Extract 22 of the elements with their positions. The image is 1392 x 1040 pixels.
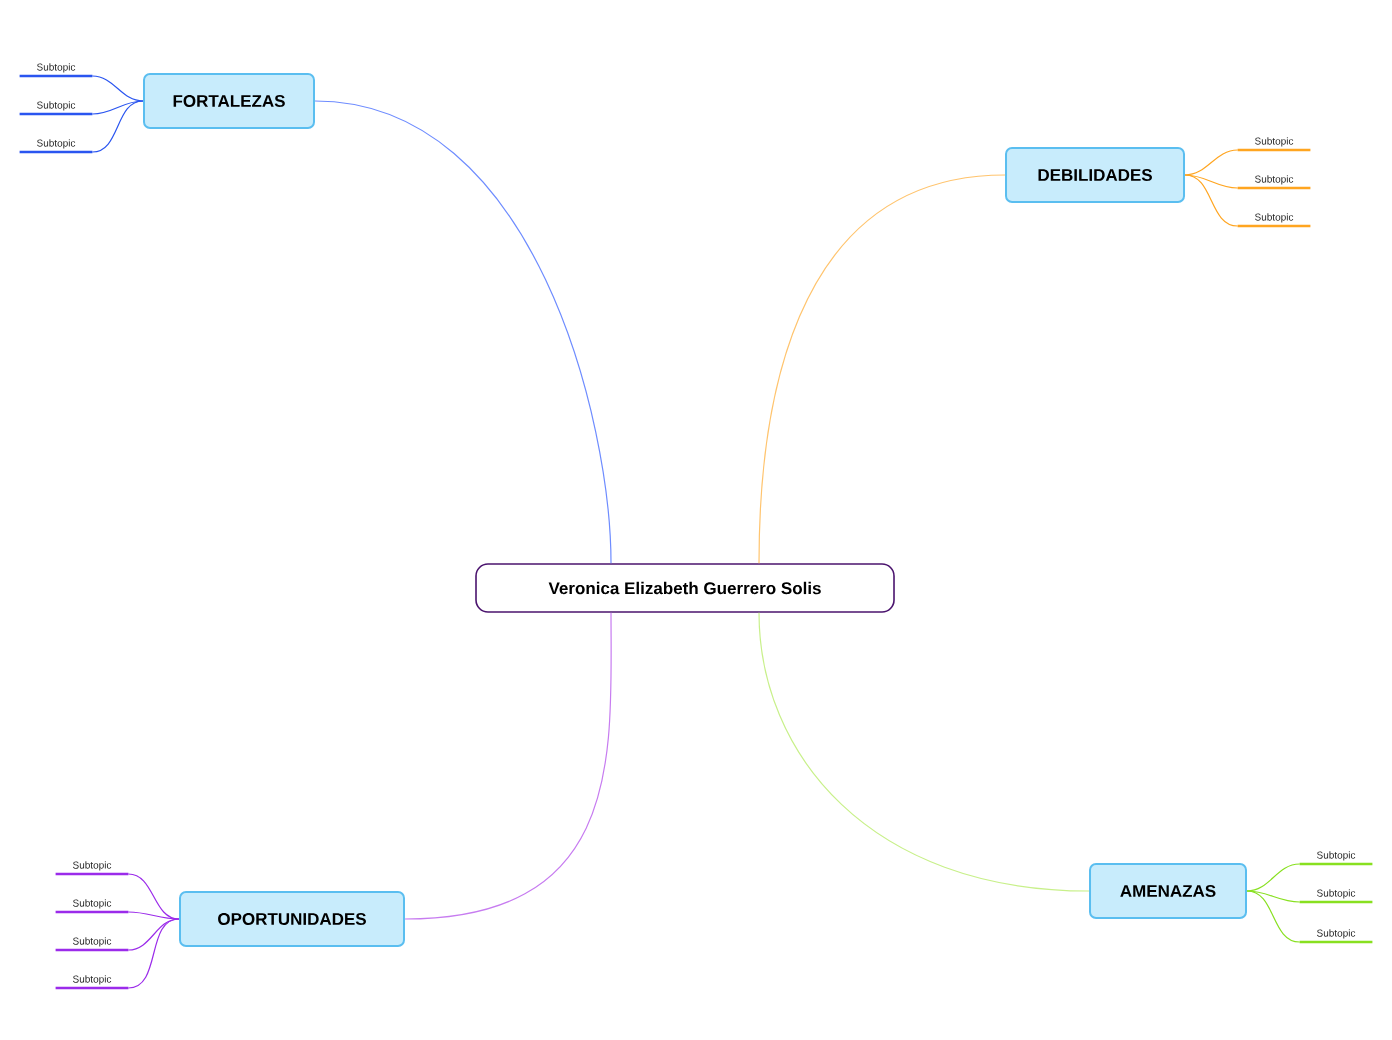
connector-line	[1184, 174, 1239, 189]
topic-box: FORTALEZAS	[143, 73, 315, 129]
connector-line	[758, 174, 1006, 564]
connector-line	[91, 75, 144, 102]
connector-line	[91, 100, 144, 115]
connector-line	[127, 918, 180, 951]
connector-line	[1184, 149, 1239, 176]
topic-box: DEBILIDADES	[1005, 147, 1185, 203]
connector-line	[314, 100, 612, 564]
connector-line	[127, 911, 180, 920]
connector-line	[91, 100, 144, 153]
connector-line	[1246, 890, 1301, 903]
topic-box: AMENAZAS	[1089, 863, 1247, 919]
central-topic-box: Veronica Elizabeth Guerrero Solis	[475, 563, 895, 613]
connector-line	[404, 612, 612, 920]
connector-line	[1246, 863, 1301, 892]
connector-line	[1246, 890, 1301, 943]
topic-box: OPORTUNIDADES	[179, 891, 405, 947]
connector-line	[1184, 174, 1239, 227]
connector-line	[127, 873, 180, 920]
connector-line	[127, 918, 180, 989]
connector-line	[758, 612, 1090, 892]
